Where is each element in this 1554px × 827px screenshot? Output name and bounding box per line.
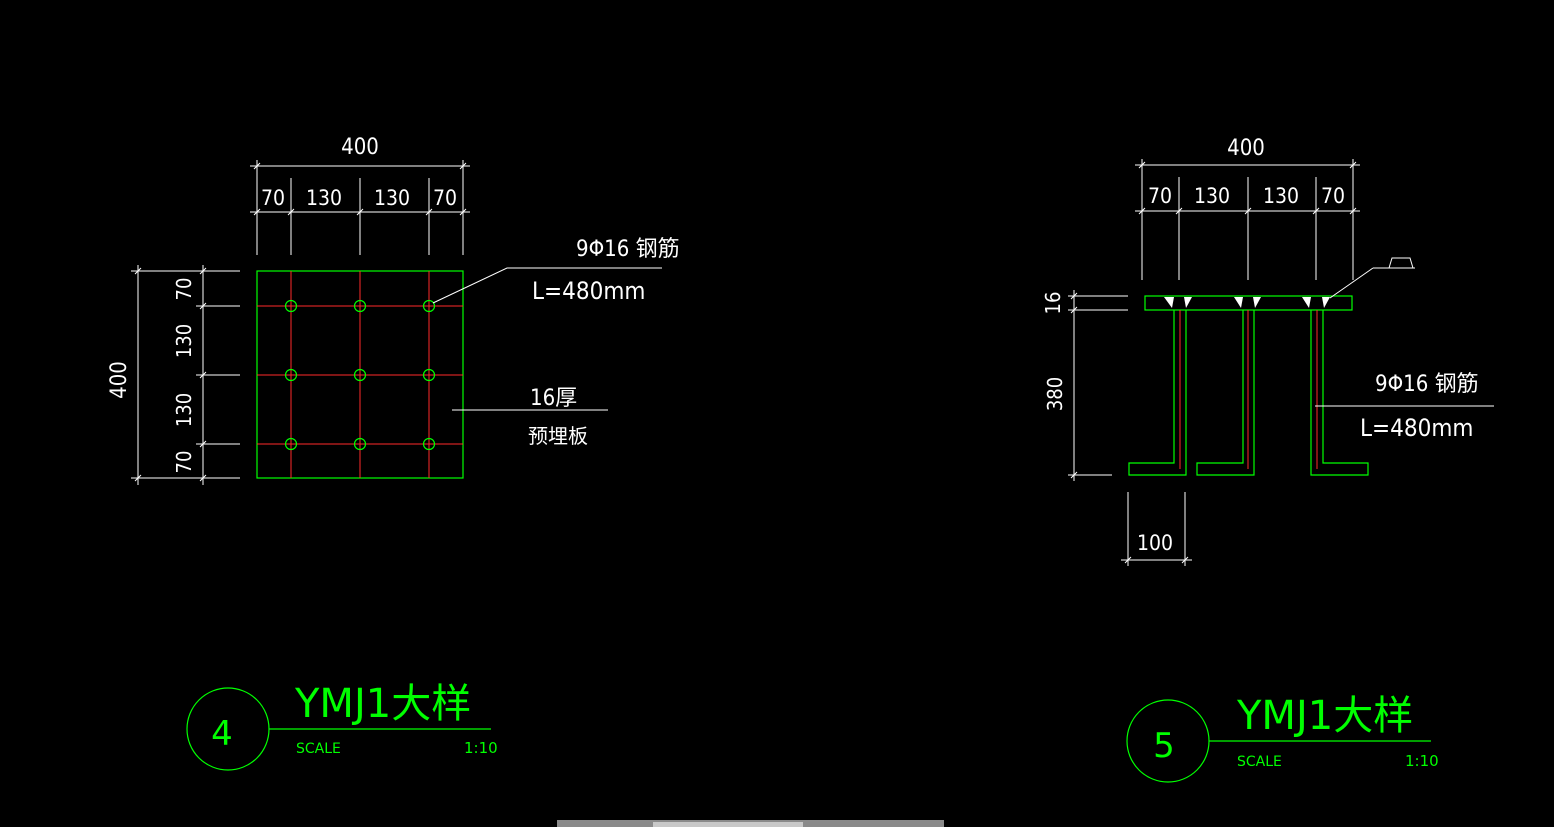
plan-dim-seg-left-2: 130 xyxy=(172,324,196,358)
rebar-3 xyxy=(1310,310,1369,476)
plan-dim-seg-left-3: 130 xyxy=(172,393,196,427)
rebar-hole xyxy=(422,368,436,382)
section-embedded-plate xyxy=(1144,295,1353,311)
rebar-hole xyxy=(422,437,436,451)
section-left-dimension-lines xyxy=(1068,290,1128,481)
rebar-hole xyxy=(353,299,367,313)
section-welds xyxy=(1164,297,1330,308)
plan-dim-seg-left-4: 70 xyxy=(172,451,196,474)
detail-title: YMJ1大样 xyxy=(1236,693,1413,739)
horizontal-scrollbar[interactable] xyxy=(557,820,944,827)
plan-left-dimension-ticks xyxy=(134,267,207,482)
scale-value: 1:10 xyxy=(1405,752,1439,770)
plan-rebar-length: L=480mm xyxy=(532,277,645,305)
plan-rebar-grid xyxy=(257,271,463,478)
section-dim-plate: 16 xyxy=(1041,292,1065,315)
section-dim-seg-top-1: 70 xyxy=(1148,184,1172,208)
plan-dim-seg-top-2: 130 xyxy=(306,186,342,210)
plan-plate-name: 预埋板 xyxy=(528,424,588,448)
rebar-hole xyxy=(353,368,367,382)
scale-label: SCALE xyxy=(1237,754,1282,770)
plan-plate-thickness: 16厚 xyxy=(530,386,577,411)
scale-value: 1:10 xyxy=(464,739,498,757)
rebar-hole xyxy=(284,368,298,382)
plan-dim-seg-top-3: 130 xyxy=(374,186,410,210)
section-dim-seg-top-3: 130 xyxy=(1263,184,1299,208)
section-left-dimension-ticks xyxy=(1070,292,1078,479)
detail-number: 5 xyxy=(1153,726,1175,766)
rebar-hole xyxy=(353,437,367,451)
section-top-dimension-ticks xyxy=(1138,161,1357,215)
detail-title: YMJ1大样 xyxy=(294,681,471,727)
plan-view: 400 70 130 130 70 400 70 130 130 70 xyxy=(107,135,680,771)
plan-top-dimension-ticks xyxy=(253,162,467,216)
section-dim-seg-top-2: 130 xyxy=(1194,184,1230,208)
plan-dim-seg-top-1: 70 xyxy=(261,186,285,210)
section-rebar-length: L=480mm xyxy=(1360,414,1473,442)
section-bottom-dimension-lines xyxy=(1121,492,1192,566)
section-weld-symbol xyxy=(1329,257,1415,299)
plan-rebar-holes xyxy=(284,299,436,451)
plan-dim-total-top: 400 xyxy=(341,135,379,160)
plan-dim-total-left: 400 xyxy=(107,361,132,399)
section-dim-seg-top-4: 70 xyxy=(1321,184,1345,208)
section-title-block: 5 YMJ1大样 SCALE 1:10 xyxy=(1126,693,1439,783)
section-dim-hook: 100 xyxy=(1137,531,1173,555)
rebar-hole xyxy=(284,299,298,313)
plan-rebar-leader xyxy=(432,267,662,304)
scrollbar-thumb[interactable] xyxy=(653,822,803,827)
section-dim-total-top: 400 xyxy=(1227,136,1265,161)
detail-number: 4 xyxy=(211,714,233,754)
rebar-2 xyxy=(1196,310,1255,476)
rebar-hole xyxy=(284,437,298,451)
section-rebars xyxy=(1128,310,1369,476)
plan-dim-seg-left-1: 70 xyxy=(172,278,196,301)
section-top-dimension-lines xyxy=(1135,159,1360,280)
plan-title-block: 4 YMJ1大样 SCALE 1:10 xyxy=(186,681,498,771)
plan-dim-seg-top-4: 70 xyxy=(433,186,457,210)
plan-rebar-note: 9Φ16 钢筋 xyxy=(576,237,680,262)
scale-label: SCALE xyxy=(296,741,341,757)
section-view: 400 70 130 130 70 16 380 100 xyxy=(1041,136,1494,783)
section-rebar-note: 9Φ16 钢筋 xyxy=(1375,372,1479,397)
rebar-1 xyxy=(1128,310,1187,476)
section-dim-height: 380 xyxy=(1043,377,1067,411)
rebar-hole xyxy=(422,299,436,313)
